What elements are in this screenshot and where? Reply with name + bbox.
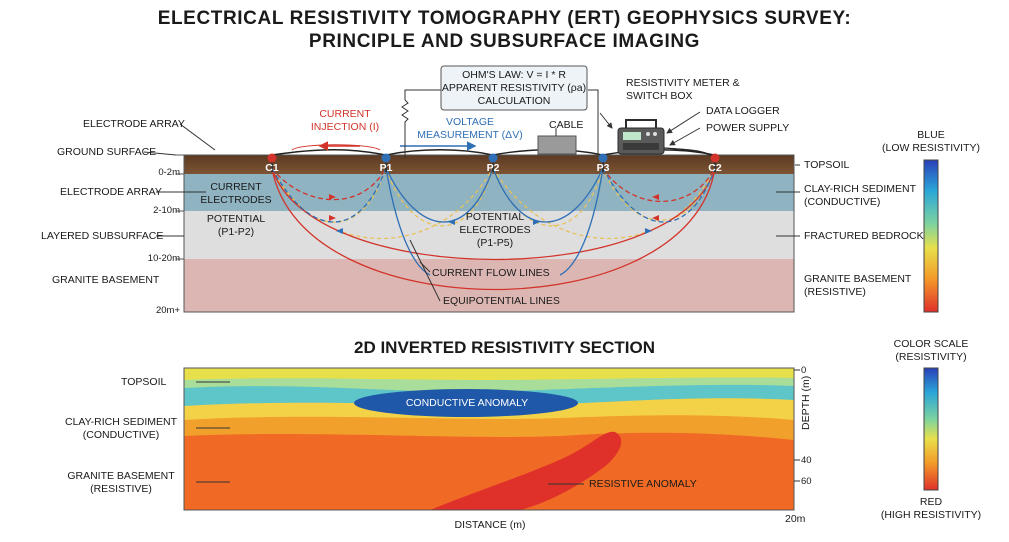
ground-surface-label: GROUND SURFACE — [57, 146, 157, 158]
electrode-c2-label: C2 — [708, 162, 722, 174]
depth-label-2-10: 2-10m — [153, 205, 180, 216]
cable-label: CABLE — [549, 119, 584, 131]
depth-label-10-20: 10-20m — [147, 253, 180, 264]
conductive-anomaly-label: CONDUCTIVE ANOMALY — [405, 397, 529, 409]
electrode-array-label: ELECTRODE ARRAY — [60, 186, 162, 198]
bottom-scale-label-3: RED — [919, 496, 943, 508]
topsoil-label: TOPSOIL — [804, 159, 850, 171]
power-supply-label: POWER SUPPLY — [706, 122, 790, 134]
resistivity-meter-label-2: SWITCH BOX — [626, 90, 693, 102]
section-clay-label-1: CLAY-RICH SEDIMENT — [64, 416, 178, 428]
equipotential-lines-label: EQUIPOTENTIAL LINES — [443, 295, 560, 307]
ohms-law-line-1: OHM'S LAW: V = I * R — [462, 69, 566, 81]
granite-layer — [184, 259, 794, 312]
resistivity-meter-label-1: RESISTIVITY METER & — [626, 77, 740, 89]
distance-axis-label: DISTANCE (m) — [454, 519, 526, 531]
potential-electrodes-label-1: POTENTIAL — [465, 211, 525, 223]
potential-label-2: (P1-P2) — [217, 226, 255, 238]
distance-end-label: 20m — [785, 513, 806, 525]
granite-label-1: GRANITE BASEMENT — [804, 273, 912, 285]
electrode-p2 — [488, 153, 498, 172]
section-granite-label-2: (RESISTIVE) — [90, 483, 152, 495]
top-scale-label-2: (LOW RESISTIVITY) — [881, 142, 980, 154]
electrode-array-label-top: ELECTRODE ARRAY — [83, 118, 185, 130]
layered-subsurface-label: LAYERED SUBSURFACE — [41, 230, 164, 242]
electrode-c1 — [267, 153, 277, 172]
fractured-bedrock-label: FRACTURED BEDROCK — [804, 230, 924, 242]
resistivity-section — [184, 368, 794, 510]
resistivity-meter-device — [617, 119, 665, 155]
potential-electrodes-label-3: (P1-P5) — [476, 237, 514, 249]
bottom-color-scale — [923, 367, 939, 491]
voltage-measurement-label-1: VOLTAGE — [445, 116, 495, 128]
bottom-scale-label-1: COLOR SCALE — [893, 338, 969, 350]
depth-label-20-plus: 20m+ — [155, 305, 180, 316]
depth-axis-label: DEPTH (m) — [800, 375, 812, 430]
cable-box — [537, 135, 577, 155]
bottom-scale-label-2: (RESISTIVITY) — [895, 351, 967, 363]
resistive-anomaly-shape — [430, 431, 622, 510]
current-flow-lines-label: CURRENT FLOW LINES — [432, 267, 550, 279]
conductive-anomaly-shape — [354, 389, 578, 417]
potential-electrodes-label-2: ELECTRODES — [459, 224, 531, 236]
electrode-p3-label: P3 — [596, 162, 610, 174]
top-scale-label-1: BLUE — [917, 129, 945, 141]
topsoil-layer — [184, 155, 794, 174]
section-topsoil-label: TOPSOIL — [121, 376, 167, 388]
main-title-line-2: PRINCIPLE AND SUBSURFACE IMAGING — [308, 31, 701, 52]
depth-tick-40: 40 — [801, 455, 812, 466]
voltage-measurement-label-2: MEASUREMENT (ΔV) — [417, 129, 523, 141]
data-logger-label: DATA LOGGER — [706, 105, 780, 117]
ohms-law-box — [440, 65, 588, 111]
current-injection-label-1: CURRENT — [319, 108, 371, 120]
main-title-line-1: ELECTRICAL RESISTIVITY TOMOGRAPHY (ERT) … — [157, 8, 852, 29]
depth-tick-60: 60 — [801, 476, 812, 487]
equipotential-lines — [271, 167, 716, 239]
electrode-p1-label: P1 — [379, 162, 393, 174]
potential-lines — [271, 167, 716, 276]
electrode-p3 — [598, 153, 608, 172]
electrode-c2 — [710, 153, 720, 172]
potential-label-1: POTENTIAL — [206, 213, 266, 225]
granite-label-2: (RESISTIVE) — [804, 286, 866, 298]
electrode-p2-label: P2 — [486, 162, 500, 174]
section-title: 2D INVERTED RESISTIVITY SECTION — [353, 338, 656, 357]
clay-label-2: (CONDUCTIVE) — [804, 196, 881, 208]
clay-label-1: CLAY-RICH SEDIMENT — [804, 183, 917, 195]
bottom-scale-label-4: (HIGH RESISTIVITY) — [880, 509, 982, 521]
resistive-anomaly-label: RESISTIVE ANOMALY — [589, 478, 697, 490]
top-color-scale — [923, 159, 939, 313]
ohms-law-line-2: APPARENT RESISTIVITY (ρa) — [441, 82, 587, 94]
section-granite-label-1: GRANITE BASEMENT — [67, 470, 175, 482]
depth-label-0-2: 0-2m — [158, 167, 180, 178]
depth-tick-0: 0 — [801, 365, 807, 376]
current-electrodes-label-2: ELECTRODES — [200, 194, 272, 206]
electrode-c1-label: C1 — [265, 162, 279, 174]
granite-basement-label: GRANITE BASEMENT — [52, 274, 160, 286]
section-clay-label-2: (CONDUCTIVE) — [82, 429, 160, 441]
ohms-law-line-3: CALCULATION — [477, 95, 551, 107]
current-electrodes-label-1: CURRENT — [210, 181, 262, 193]
potential-arrows — [336, 219, 652, 234]
electrode-p1 — [381, 153, 391, 172]
current-arrows — [329, 194, 659, 221]
current-injection-label-2: INJECTION (I) — [310, 121, 380, 133]
